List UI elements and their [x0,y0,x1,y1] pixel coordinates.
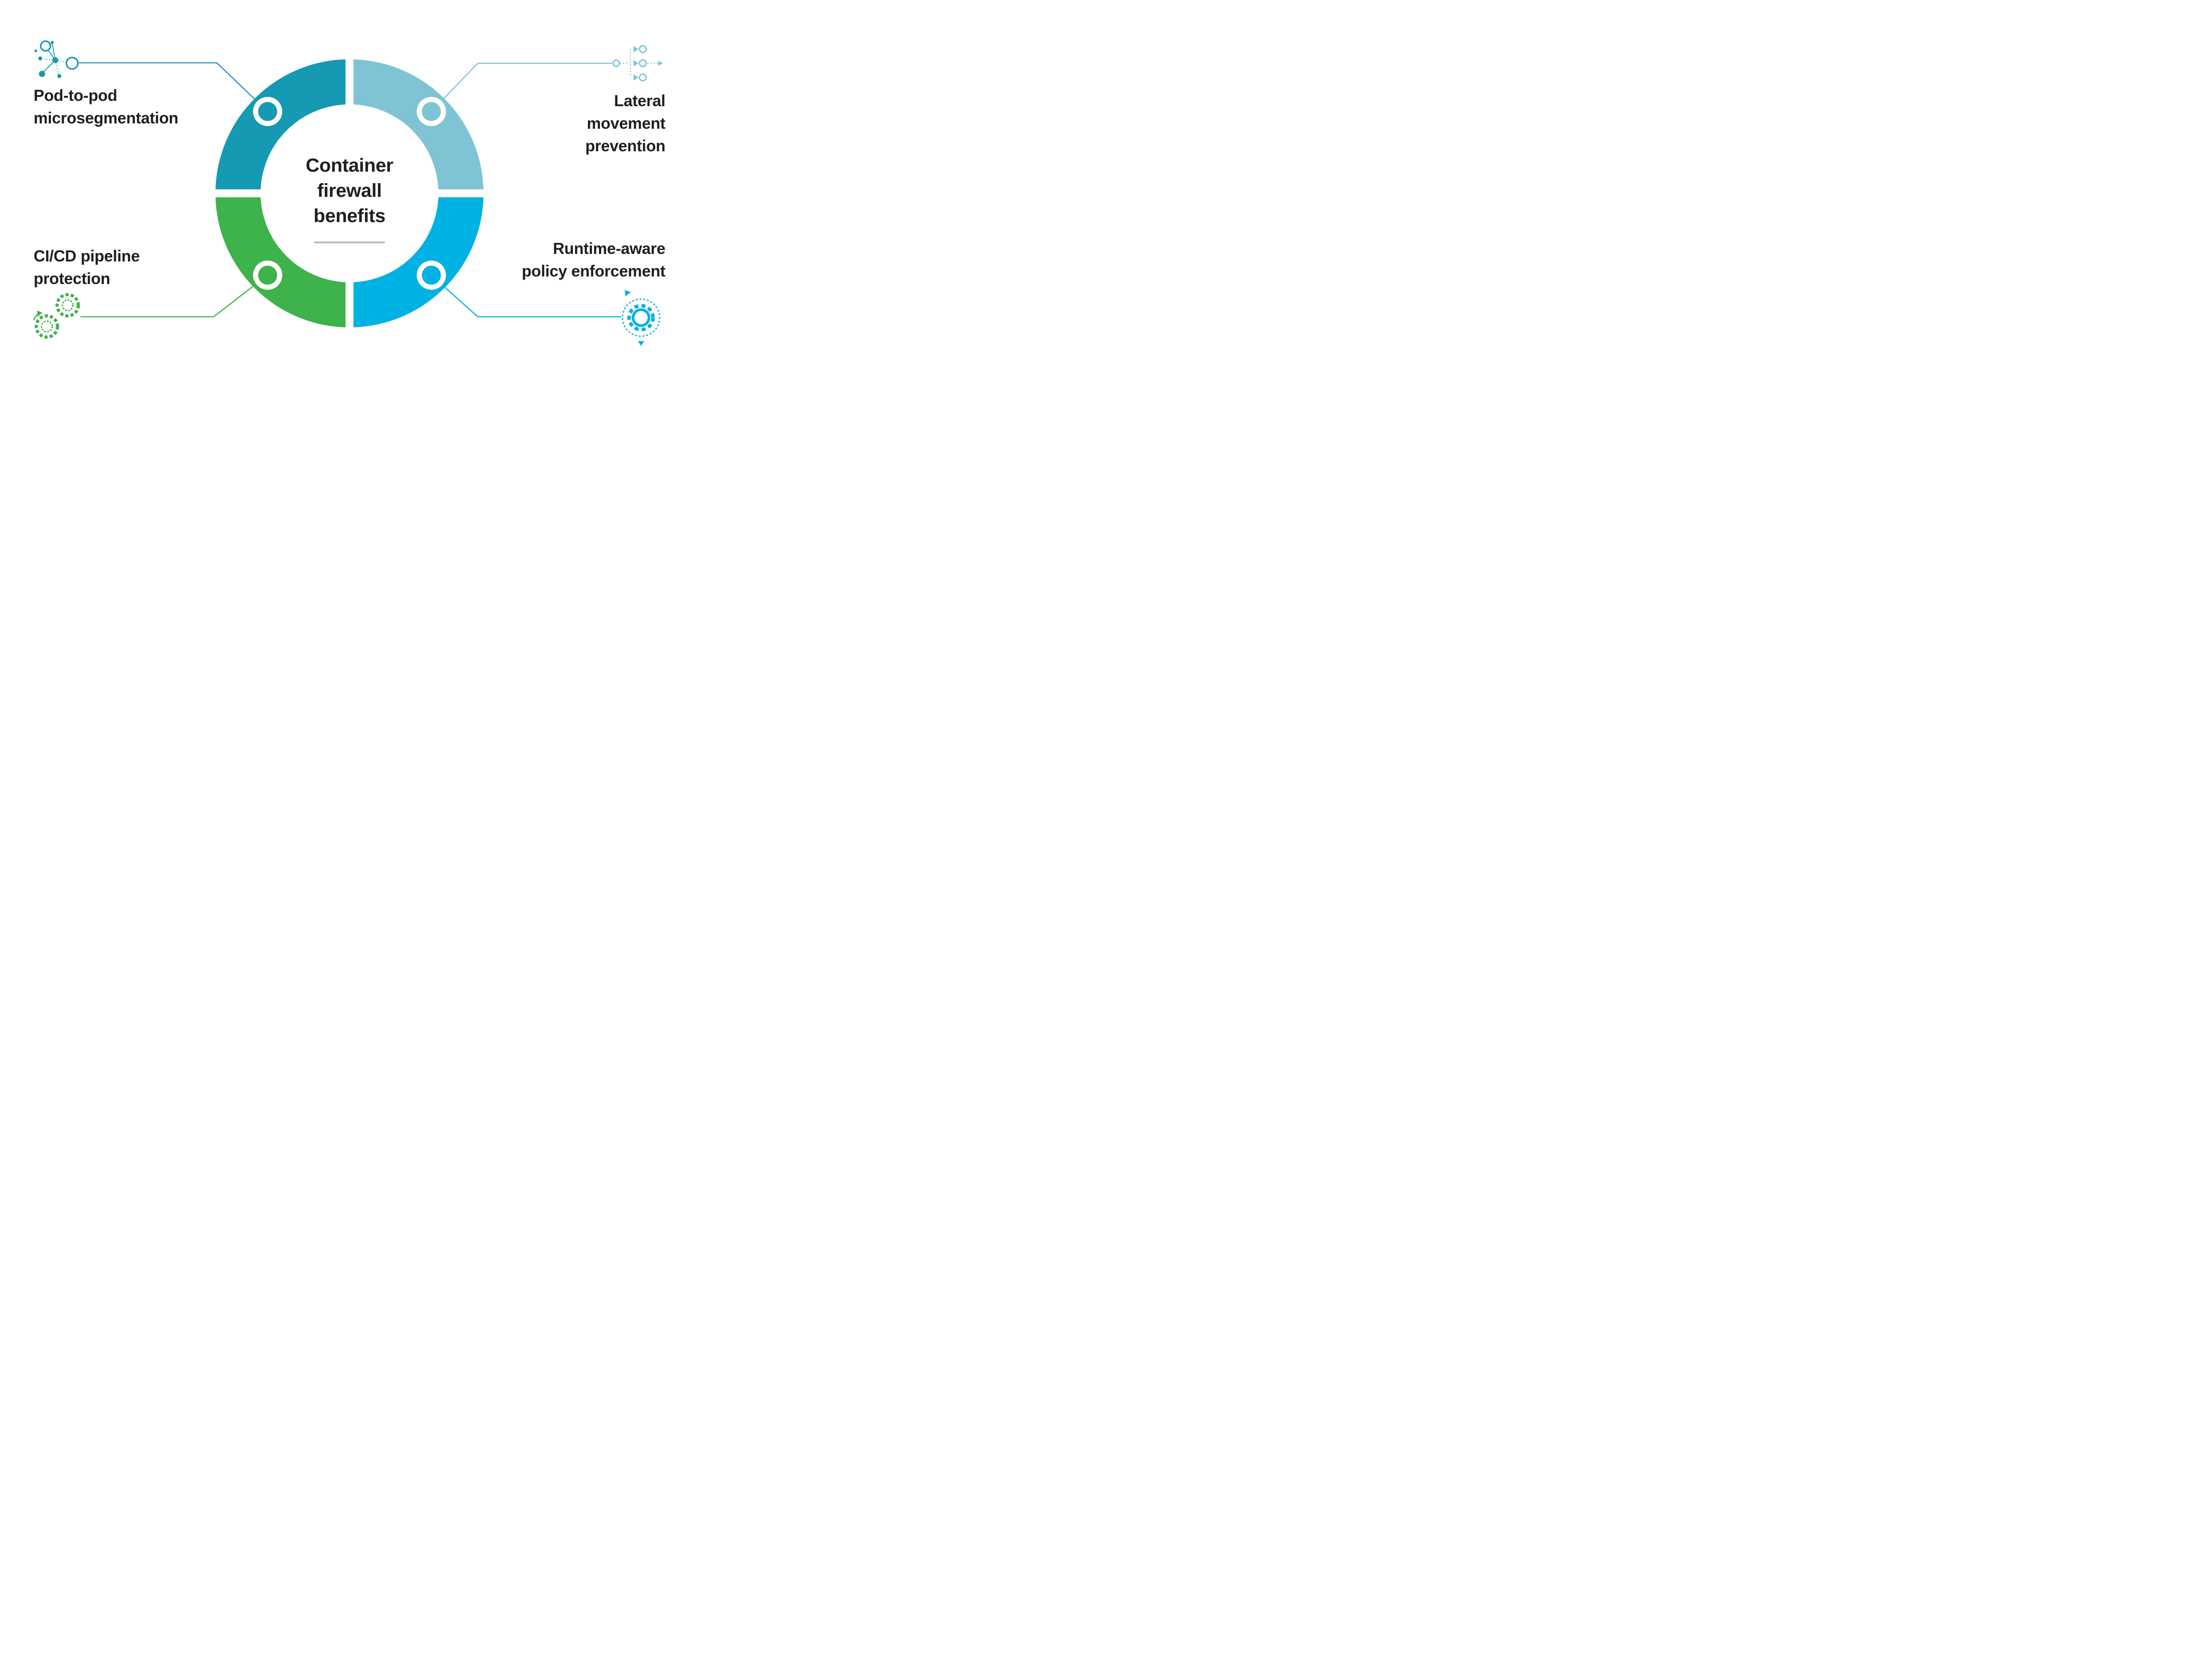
label-line: movement [587,114,665,133]
node-dot-top-right [422,102,441,121]
center-title: Container firewall benefits [306,153,393,228]
lateral-movement-icon [613,45,663,81]
label-line: Runtime-aware [553,239,665,257]
donut-diagram [79,56,621,330]
node-dot-top-left [258,102,277,121]
node-bottom-right [417,261,446,290]
label-line: policy enforcement [522,262,665,280]
gap-horizontal [212,189,487,197]
label-line: Pod-to-pod [34,86,117,104]
center-title-line: firewall [317,180,382,201]
node-dot-bottom-right [422,265,441,285]
runtime-gear-icon [622,290,661,346]
title-underline-divider [314,242,385,243]
node-bottom-left [253,261,282,290]
node-top-right [417,97,446,126]
node-dot-bottom-left [258,265,277,285]
node-top-left [253,97,282,126]
label-runtime-aware-policy-enforcement: Runtime-aware policy enforcement [522,237,665,282]
label-line: microsegmentation [34,109,178,127]
label-cicd-pipeline-protection: CI/CD pipeline protection [34,245,140,290]
label-line: CI/CD pipeline [34,247,140,265]
connector-top-right [431,62,612,112]
label-lateral-movement-prevention: Lateral movement prevention [585,89,665,157]
label-pod-to-pod-microsegmentation: Pod-to-pod microsegmentation [34,84,178,129]
network-nodes-icon [35,40,79,78]
connector-bottom-right [431,275,621,318]
label-line: Lateral [614,92,665,110]
label-line: protection [34,269,110,288]
connector-bottom-left [81,274,269,318]
center-title-line: Container [306,155,393,176]
label-line: prevention [585,137,665,155]
connector-top-left [79,62,269,113]
container-firewall-infographic: Pod-to-pod microsegmentation Lateral mov… [0,0,688,387]
center-title-line: benefits [313,205,386,227]
cicd-loop-gears-icon [33,293,80,339]
